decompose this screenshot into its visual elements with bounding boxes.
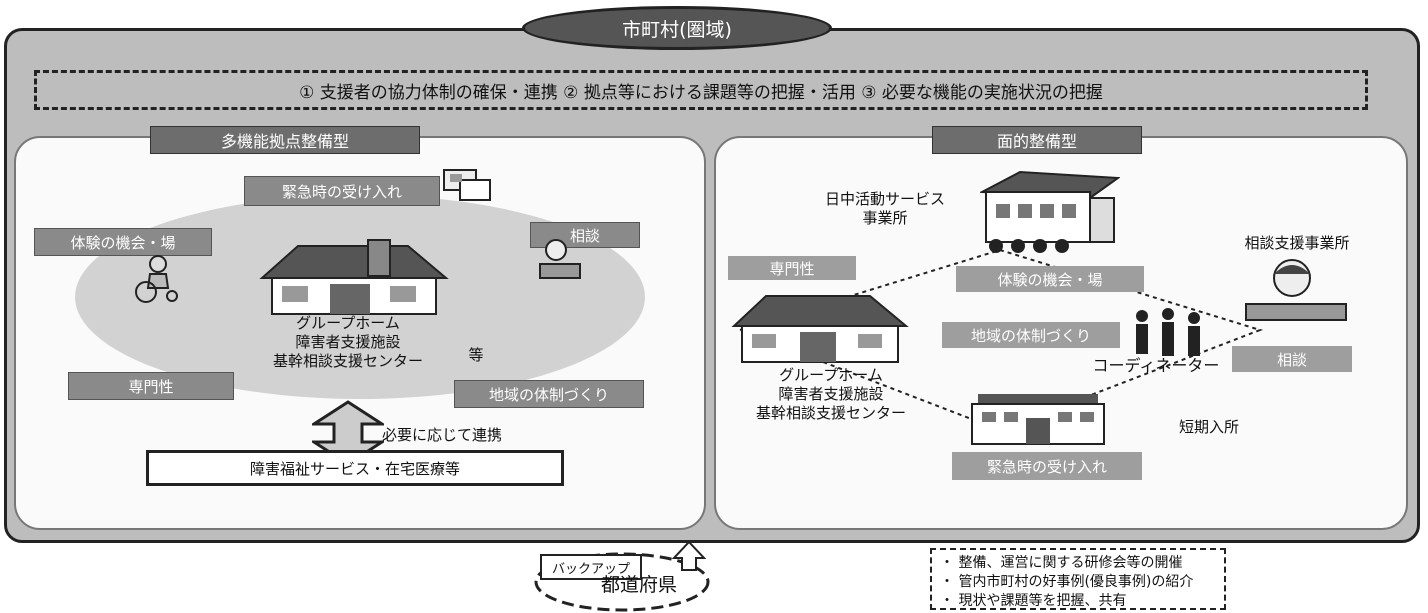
area-header: 面的整備型 <box>932 126 1142 154</box>
objectives-banner: ① 支援者の協力体制の確保・連携 ② 拠点等における課題等の把握・活用 ③ 必要… <box>34 70 1368 110</box>
consultant-desk-icon <box>539 239 581 279</box>
consult-label-left: 相談 <box>530 222 640 248</box>
link-label: 必要に応じて連携 <box>382 426 503 444</box>
coordinator-label: コーディネーター <box>1092 356 1220 375</box>
facility-name: グループホーム <box>296 314 400 332</box>
facility-names-left: グループホーム 障害者支援施設 基幹相談支援センター <box>228 314 468 371</box>
community-label-left: 地域の体制づくり <box>454 380 644 408</box>
experience-label-right: 体験の機会・場 <box>956 266 1144 292</box>
specialty-label-right: 専門性 <box>728 256 856 280</box>
short-stay-label: 短期入所 <box>1178 418 1239 436</box>
bed-icon <box>443 169 491 201</box>
day-service-label: 日中活動サービス 事業所 <box>824 190 945 227</box>
specialty-label-left: 専門性 <box>68 372 234 400</box>
prefecture-label: 都道府県 <box>600 574 677 596</box>
short-stay-building <box>971 394 1105 445</box>
community-label-right: 地域の体制づくり <box>942 322 1120 348</box>
prefecture-support-list: ・ 整備、運営に関する研修会等の開催 ・ 管内市町村の好事例(優良事例)の紹介 … <box>930 548 1226 610</box>
up-arrow-icon <box>672 540 706 571</box>
facility-name: グループホーム <box>779 366 883 384</box>
emergency-label-left: 緊急時の受け入れ <box>244 176 440 206</box>
experience-label-left: 体験の機会・場 <box>34 228 212 256</box>
list-item: ・ 管内市町村の好事例(優良事例)の紹介 <box>940 574 1194 590</box>
coordinator-people-icon <box>1136 308 1200 356</box>
facility-name: 障害者支援施設 <box>778 385 884 403</box>
consult-office-person-icon <box>1245 259 1347 321</box>
emergency-label-right: 緊急時の受け入れ <box>952 452 1142 480</box>
list-item: ・ 整備、運営に関する研修会等の開催 <box>940 555 1183 571</box>
day-service-building <box>980 170 1120 253</box>
consult-label-right: 相談 <box>1232 346 1352 372</box>
facility-name: 基幹相談支援センター <box>272 352 423 370</box>
consult-office-label: 相談支援事業所 <box>1244 234 1350 252</box>
multifunction-header: 多機能拠点整備型 <box>150 126 420 154</box>
region-title: 市町村(圏域) <box>522 6 832 50</box>
etc-label: 等 <box>468 346 484 364</box>
facility-names-right: グループホーム 障害者支援施設 基幹相談支援センター <box>726 366 936 423</box>
group-home-building-right <box>731 295 909 363</box>
facility-name: 障害者支援施設 <box>295 333 401 351</box>
facility-name: 基幹相談支援センター <box>755 404 906 422</box>
list-item: ・ 現状や課題等を把握、共有 <box>940 593 1127 609</box>
welfare-services-box: 障害福祉サービス・在宅医療等 <box>146 450 564 486</box>
backup-label: バックアップ <box>540 554 642 580</box>
right-network-diamond <box>736 248 1264 432</box>
wheelchair-user-icon <box>135 255 178 303</box>
group-home-building-left <box>259 239 449 315</box>
prefecture-dashed-ellipse <box>534 552 710 612</box>
